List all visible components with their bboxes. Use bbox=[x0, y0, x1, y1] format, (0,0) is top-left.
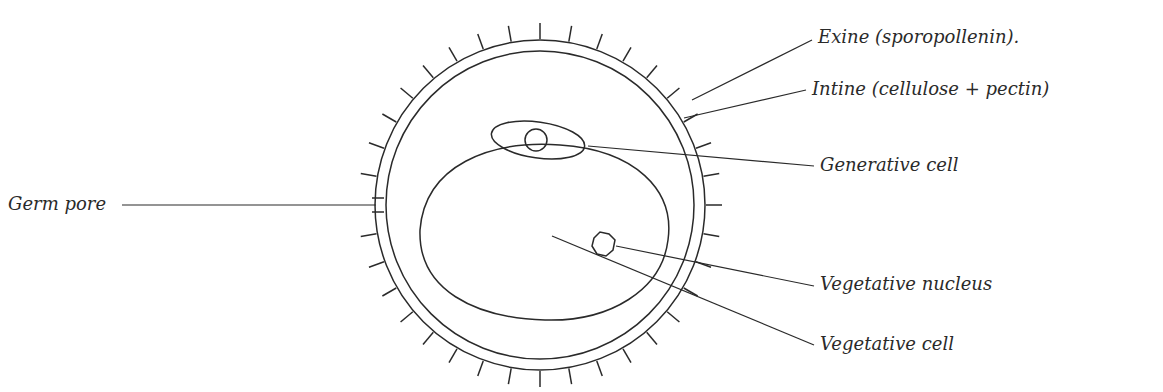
vegetative-cell-outline bbox=[420, 144, 669, 320]
generative-cell-outline bbox=[489, 116, 587, 165]
callout-label: Vegetative cell bbox=[820, 333, 954, 355]
exine-spines bbox=[361, 23, 722, 387]
generative-nucleus bbox=[525, 129, 547, 151]
callout-label: Intine (cellulose + pectin) bbox=[812, 78, 1049, 100]
callout-label: Vegetative nucleus bbox=[820, 273, 992, 295]
callout-label: Exine (sporopollenin). bbox=[818, 26, 1019, 48]
vegetative-nucleus bbox=[592, 232, 615, 256]
callout-label: Generative cell bbox=[820, 154, 958, 176]
exine-outline bbox=[375, 40, 705, 370]
callout-label: Germ pore bbox=[8, 193, 106, 215]
intine-outline bbox=[386, 51, 694, 359]
leader-lines bbox=[122, 40, 814, 345]
